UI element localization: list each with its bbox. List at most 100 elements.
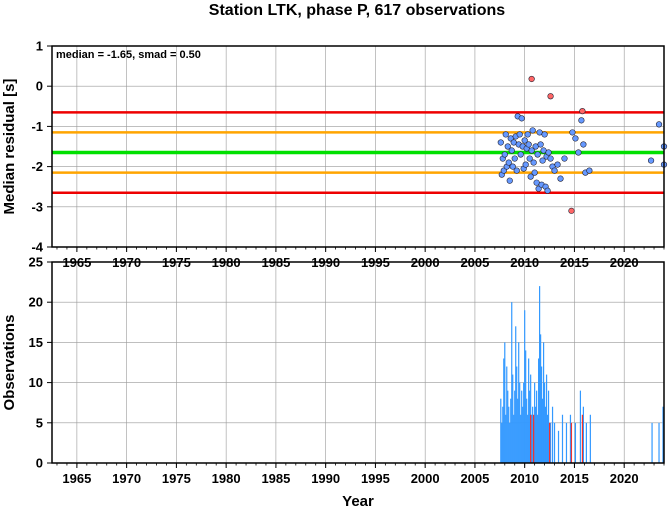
observation-bar	[557, 430, 560, 463]
residual-point	[557, 175, 564, 182]
observation-bar	[526, 398, 528, 463]
observation-bar	[548, 422, 551, 463]
x-tick-label: 1990	[311, 471, 340, 486]
residual-point	[505, 159, 512, 166]
observation-bar	[506, 366, 508, 463]
residual-point	[569, 129, 576, 136]
residual-point	[497, 139, 504, 146]
observation-bar	[520, 414, 522, 463]
observations-y-axis-label: Observations	[1, 315, 18, 411]
residual-point	[529, 127, 536, 134]
y-tick-label: 5	[36, 415, 43, 430]
residual-point	[528, 75, 535, 83]
observation-bar	[516, 366, 518, 463]
residual-grid	[52, 45, 664, 248]
x-tick-label: 2005	[460, 471, 489, 486]
residual-point	[547, 155, 554, 162]
observations-grid	[52, 261, 664, 464]
x-tick-label: 1985	[261, 471, 290, 486]
observation-bar	[509, 422, 511, 463]
observation-bar	[549, 422, 552, 463]
observation-bar	[519, 382, 521, 463]
residual-plot-frame	[51, 45, 665, 248]
observation-bar	[579, 390, 582, 463]
observation-bar	[503, 358, 505, 463]
x-tick-label: 2015	[560, 471, 589, 486]
residual-point	[501, 151, 508, 158]
x-tick-label: 1965	[62, 471, 91, 486]
residual-point	[647, 157, 655, 164]
observation-bar	[538, 358, 540, 463]
observation-bar	[658, 422, 660, 463]
observation-bar	[547, 390, 550, 463]
y-tick-label: 20	[29, 295, 43, 310]
observation-bar	[502, 406, 504, 463]
residual-point	[580, 141, 587, 148]
residual-point	[561, 155, 568, 162]
x-tick-label: 1970	[112, 471, 141, 486]
residual-point	[537, 141, 544, 148]
chart-title: Station LTK, phase P, 617 observations	[209, 2, 505, 19]
y-tick-label: -1	[31, 119, 43, 134]
residual-point	[539, 157, 546, 164]
residual-point	[527, 173, 534, 180]
observation-bar	[581, 414, 583, 463]
residual-point	[524, 131, 531, 138]
residual-point	[530, 159, 537, 166]
observation-bar	[518, 342, 520, 463]
observation-bar	[589, 414, 591, 463]
residual-y-ticks: -4-3-2-101	[31, 39, 52, 255]
observation-bar	[541, 398, 544, 463]
y-tick-label: 25	[29, 255, 43, 270]
observation-bar	[515, 326, 517, 463]
observation-bar	[500, 398, 502, 463]
observation-bar	[662, 406, 664, 463]
observation-bar	[521, 390, 523, 463]
observation-bar	[525, 350, 527, 463]
observation-bar	[534, 382, 536, 463]
residual-y-axis-label: Median residual [s]	[1, 79, 18, 215]
x-tick-label: 2000	[411, 471, 440, 486]
observation-bar	[539, 286, 541, 463]
observation-bar	[536, 390, 538, 463]
residual-point	[504, 143, 511, 150]
observation-bar	[507, 390, 509, 463]
observation-bar	[523, 382, 525, 463]
residual-point	[544, 187, 551, 194]
residual-point	[579, 108, 586, 115]
observation-bar	[553, 422, 556, 463]
residual-point	[545, 149, 552, 156]
observation-bar	[582, 406, 584, 463]
observation-bar	[528, 358, 530, 463]
observation-bar	[531, 414, 533, 463]
residual-point	[568, 207, 575, 214]
y-tick-label: -2	[31, 159, 43, 174]
x-tick-label: 1995	[361, 471, 390, 486]
residual-point	[586, 167, 593, 174]
observation-bar	[535, 406, 537, 463]
observation-bar	[504, 342, 506, 463]
residual-point	[534, 151, 541, 158]
residual-point	[575, 149, 582, 156]
y-tick-label: -4	[31, 240, 43, 255]
residual-point	[655, 121, 663, 128]
y-tick-label: 1	[36, 39, 43, 54]
observation-bar	[513, 414, 515, 463]
residual-point	[531, 169, 538, 176]
observation-bar	[585, 422, 587, 463]
residual-reference-lines	[52, 111, 664, 194]
median-smad-annotation: median = -1.65, smad = 0.50	[56, 49, 201, 61]
residual-point	[511, 155, 518, 162]
x-tick-label: 1975	[162, 471, 191, 486]
observation-bar	[529, 390, 531, 463]
observation-bar	[514, 390, 516, 463]
observation-bar	[530, 414, 532, 463]
observation-bar	[533, 414, 535, 463]
observation-bar	[574, 422, 577, 463]
observation-bar	[512, 374, 514, 463]
residual-point	[547, 93, 554, 100]
residual-point	[578, 117, 585, 124]
